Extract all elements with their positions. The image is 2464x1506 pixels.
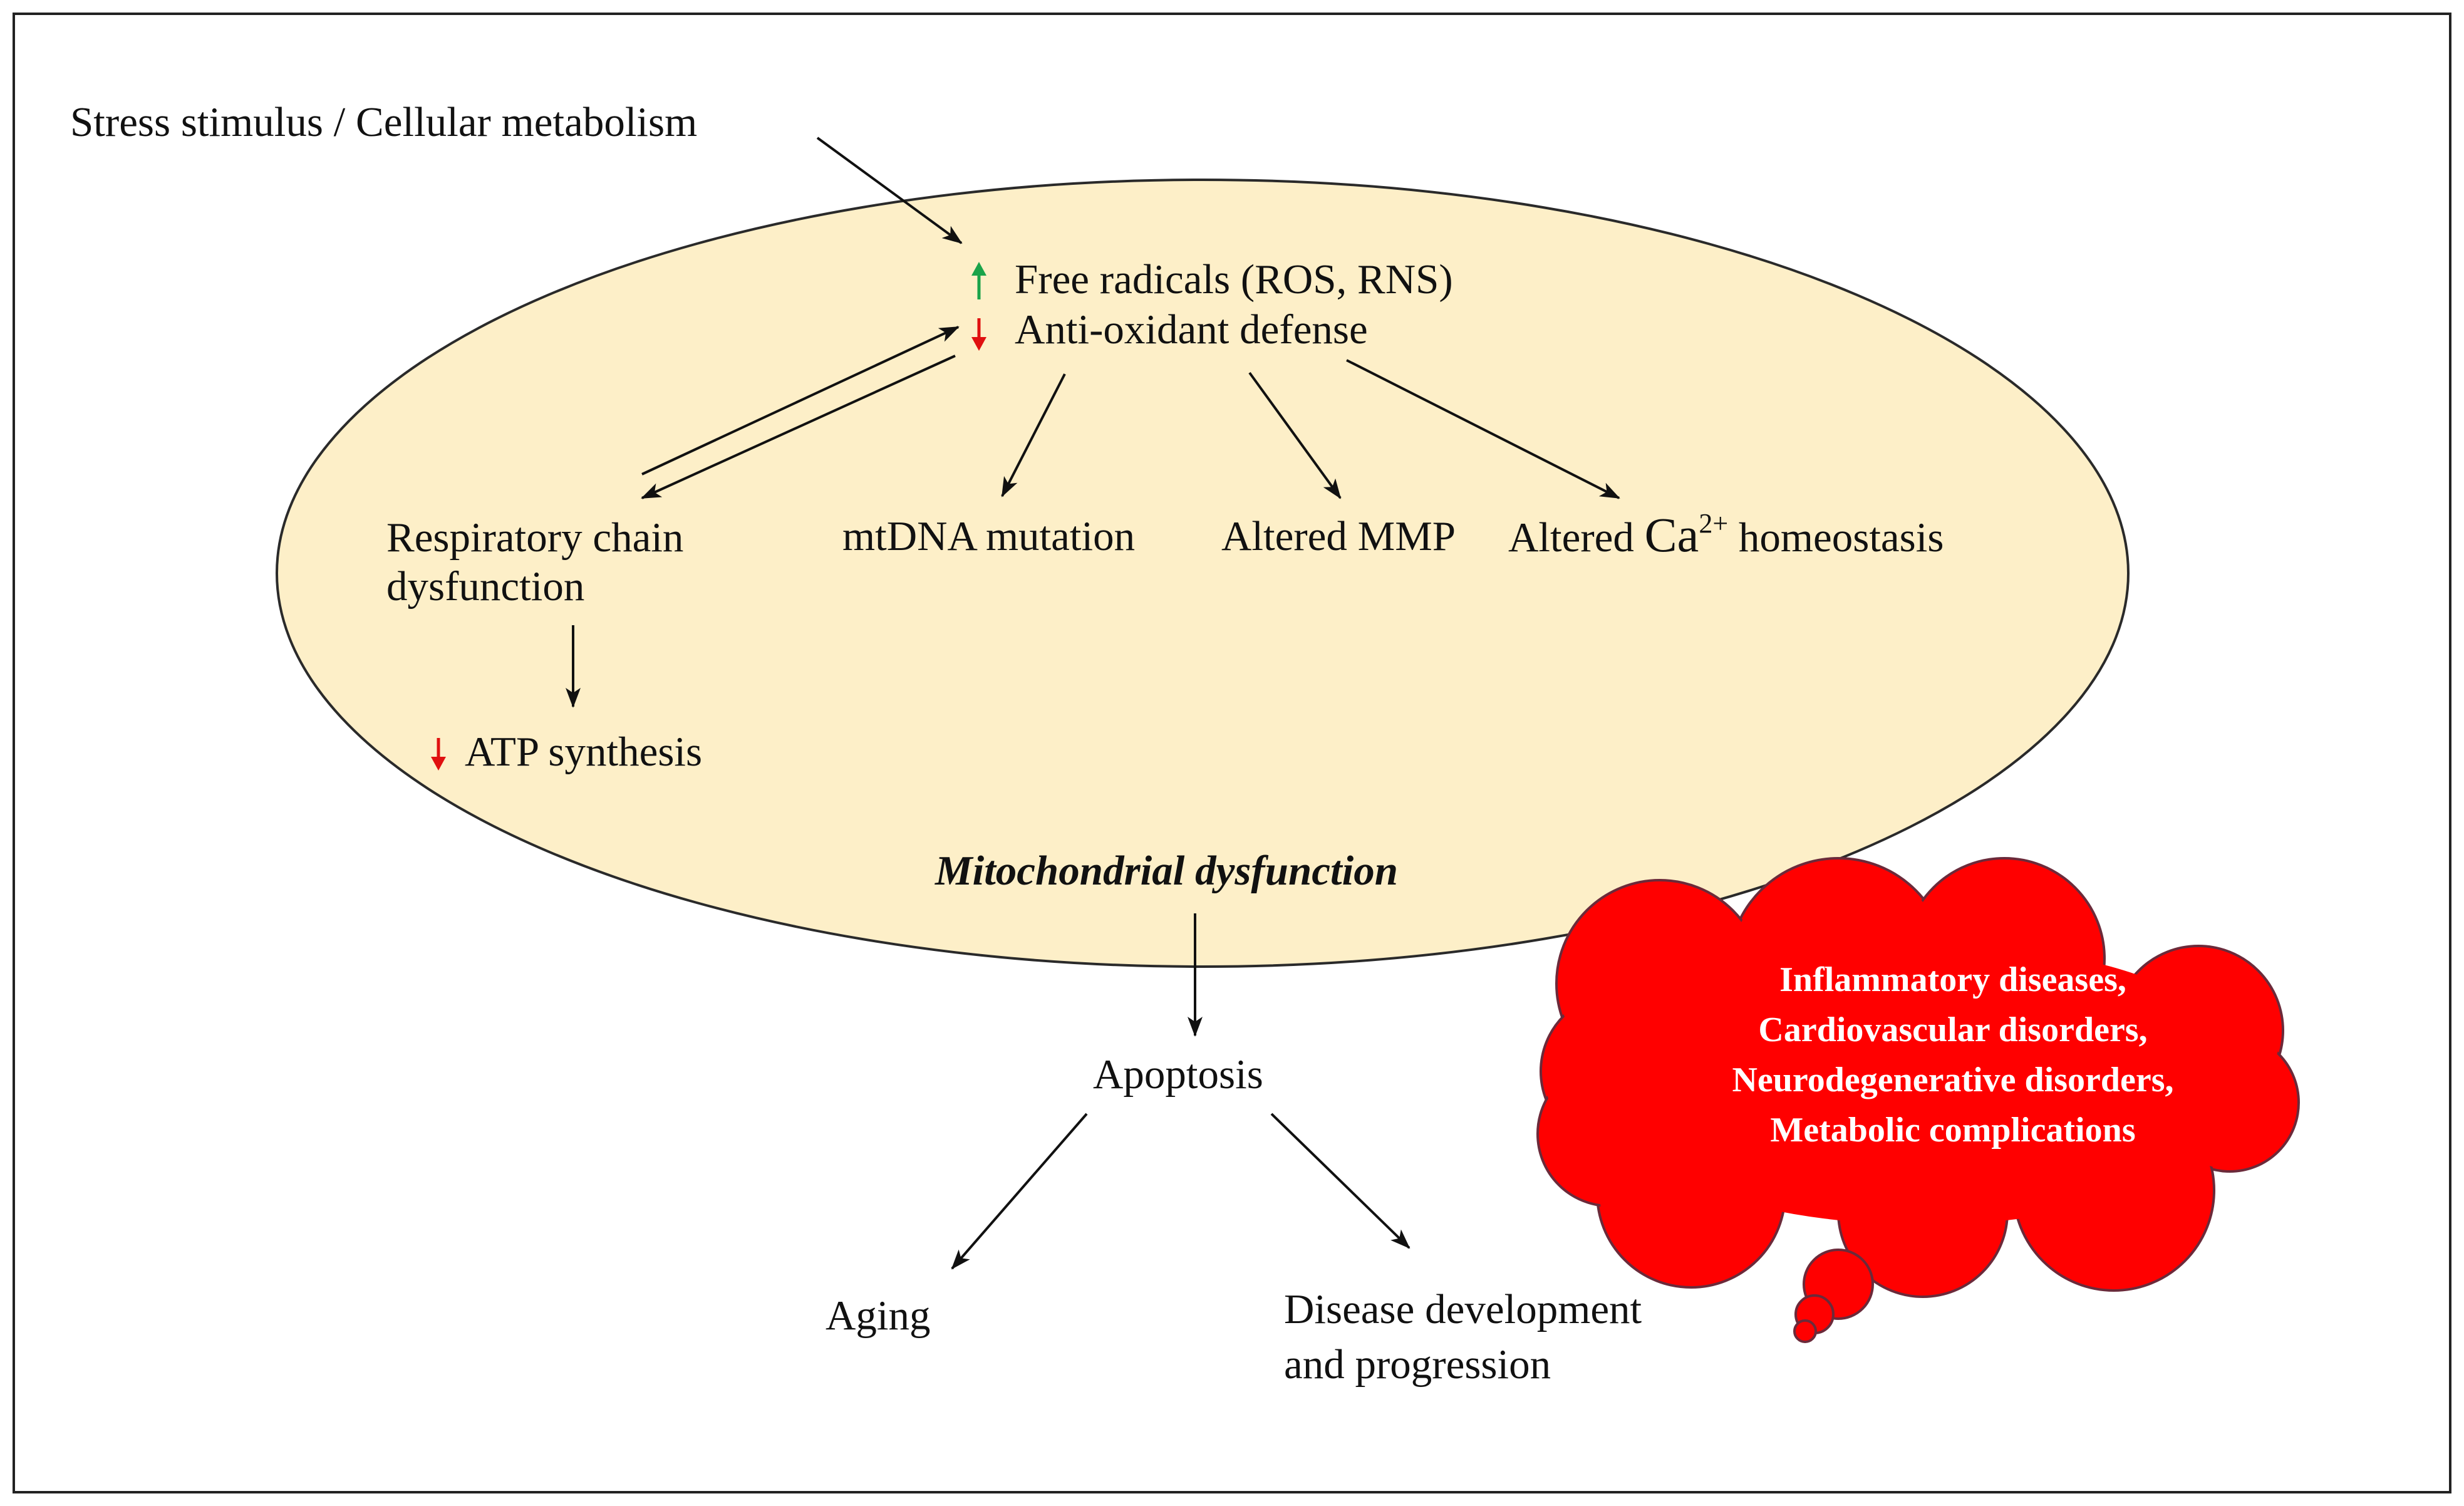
thought-bubble-dots [1793,1249,1874,1343]
apoptosis-label: Apoptosis [1093,1051,1263,1098]
green-up-arrow-icon [971,262,986,299]
antioxidant-label: Anti-oxidant defense [1015,306,1368,353]
arrows [566,137,1620,1270]
arrow-stress-to-radicals [816,137,963,244]
mtdna-mutation-label: mtDNA mutation [842,513,1135,559]
outer-frame [13,13,2451,1493]
disease-development-label-1: Disease development [1284,1286,1642,1332]
altered-ca-suffix: homeostasis [1728,514,1944,561]
arrow-to-mtdna [1001,373,1066,497]
cloud-line-4: Metabolic complications [1770,1111,2135,1150]
mitochondrial-dysfunction-title: Mitochondrial dysfunction [934,848,1398,894]
respiratory-chain-label-2: dysfunction [386,563,584,610]
red-down-arrow-icon [431,738,446,771]
red-down-arrow-icon [971,318,986,351]
free-radicals-label: Free radicals (ROS, RNS) [1015,256,1453,303]
disease-development-label-2: and progression [1284,1341,1551,1388]
arrow-to-ca [1346,359,1620,499]
calcium-symbol: Ca [1645,507,1699,562]
arrow-radicals-to-resp [641,355,956,499]
calcium-charge: 2+ [1699,508,1728,539]
altered-mmp-label: Altered MMP [1221,513,1456,559]
disease-cloud: Inflammatory diseases, Cardiovascular di… [1536,857,2300,1343]
altered-ca-label: Altered Ca2+ homeostasis [1508,507,1944,562]
cloud-line-3: Neurodegenerative disorders, [1732,1061,2173,1099]
altered-ca-prefix: Altered [1508,514,1645,561]
arrow-apoptosis-to-aging [951,1113,1088,1270]
arrow-to-mmp [1248,371,1342,499]
mitochondrion-ellipse [276,179,2130,968]
respiratory-chain-label-1: Respiratory chain [386,514,683,561]
cloud-line-1: Inflammatory diseases, [1779,960,2126,999]
arrow-resp-to-radicals [641,326,960,475]
cloud-line-2: Cardiovascular disorders, [1758,1010,2147,1049]
atp-synthesis-label: ATP synthesis [465,729,702,775]
aging-label: Aging [826,1292,931,1339]
arrow-apoptosis-to-disease [1270,1113,1411,1249]
stress-stimulus-label: Stress stimulus / Cellular metabolism [70,99,697,145]
